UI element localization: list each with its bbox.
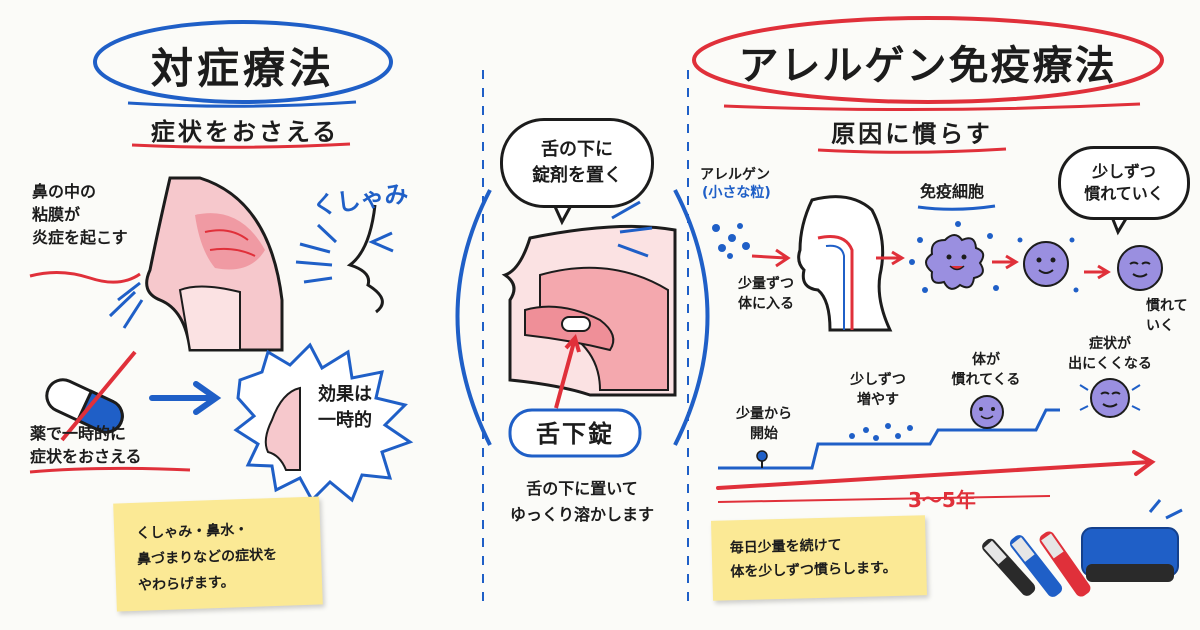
immune-cell-relaxed [1117,245,1163,291]
stair-2-label: 少しずつ 増やす [850,372,906,408]
pill-crossed-icon [45,350,137,442]
marker-red [1039,531,1091,597]
right-title-underline [723,102,1141,112]
right-title: アレルゲン免疫療法 [738,43,1117,89]
staircase-line [718,408,1060,470]
stair-particles [849,423,913,441]
immune-cell-excited [909,221,999,293]
middle-bubble: 舌の下に 錠剤を置く [500,118,654,208]
small-dose-label: 少量ずつ 体に入る [738,276,794,312]
right-title-ellipse [692,16,1164,104]
duration-label: 3～5年 [908,488,976,512]
middle-bubble-text: 舌の下に 錠剤を置く [532,139,622,186]
right-subtitle-underline [817,147,1007,154]
left-title-underline [127,100,357,108]
immune-cell-calm [1017,237,1079,293]
left-title-ellipse [93,20,393,104]
right-subtitle: 原因に慣らす [831,120,993,148]
right-bubble-text: 少しずつ 慣れていく [1084,162,1164,203]
tablet-label: 舌下錠 [536,420,614,448]
effect-starburst [233,342,414,503]
left-subtitle: 症状をおさえる [150,118,340,146]
pill-caption-underline [29,466,191,474]
right-note: 毎日少量を続けて 体を少しずつ慣らします。 [710,515,928,601]
tablet-pointer-arrow [554,333,581,409]
tablet-label-frame [508,408,642,458]
head-profile [797,195,893,332]
left-note: くしゃみ・鼻水・ 鼻づまりなどの症状を やわらげます。 [113,496,323,612]
immune-label: 免疫細胞 [920,182,985,201]
stair-1-label: 少量から 開始 [736,406,792,442]
middle-right-bracket [673,189,710,446]
stair-cell-smile [970,395,1004,429]
middle-caption: 舌の下に置いて ゆっくり溶かします [509,479,654,524]
used-to-label: 慣れて いく [1146,298,1188,334]
stair-4-label: 症状が 出にくくなる [1068,336,1152,372]
stair-cell-relaxed [1079,378,1141,418]
eraser [1081,499,1183,582]
stair-start-marker [756,450,768,468]
arrow-to-immune [876,250,905,266]
allergen-sub-label: (小さな粒) [702,185,771,201]
nose-caption: 鼻の中の 粘膜が 炎症を起こす [32,182,128,247]
marker-black [982,538,1036,596]
left-subtitle-underline [131,142,351,149]
middle-left-bracket [455,189,492,446]
arrow-to-relaxed-cell [1084,264,1111,280]
right-note-text: 毎日少量を続けて 体を少しずつ慣らします。 [729,537,897,581]
allergen-arrow [751,248,791,268]
stair-3-label: 体が 慣れてくる [951,352,1021,388]
mouth-illustration [501,200,677,397]
right-bubble: 少しずつ 慣れていく [1058,146,1190,220]
timeline-arrow [716,450,1156,490]
pill-arrow [149,381,222,415]
nose-caption-underline [29,271,141,284]
timeline-underline [717,495,1051,503]
effect-label: 効果は 一時的 [318,384,372,431]
marker-blue [1009,535,1063,597]
immune-label-underline [917,204,996,211]
left-note-text: くしゃみ・鼻水・ 鼻づまりなどの症状を やわらげます。 [135,521,278,594]
allergen-label: アレルゲン [700,167,770,183]
allergen-particles [712,223,750,259]
left-title: 対症療法 [150,43,335,93]
pill-caption: 薬で一時的に 症状をおさえる [30,424,142,466]
arrow-to-calm-cell [992,254,1019,270]
nose-illustration [108,176,284,352]
sneeze-face [295,204,394,314]
small-nose-illustration [264,386,301,471]
